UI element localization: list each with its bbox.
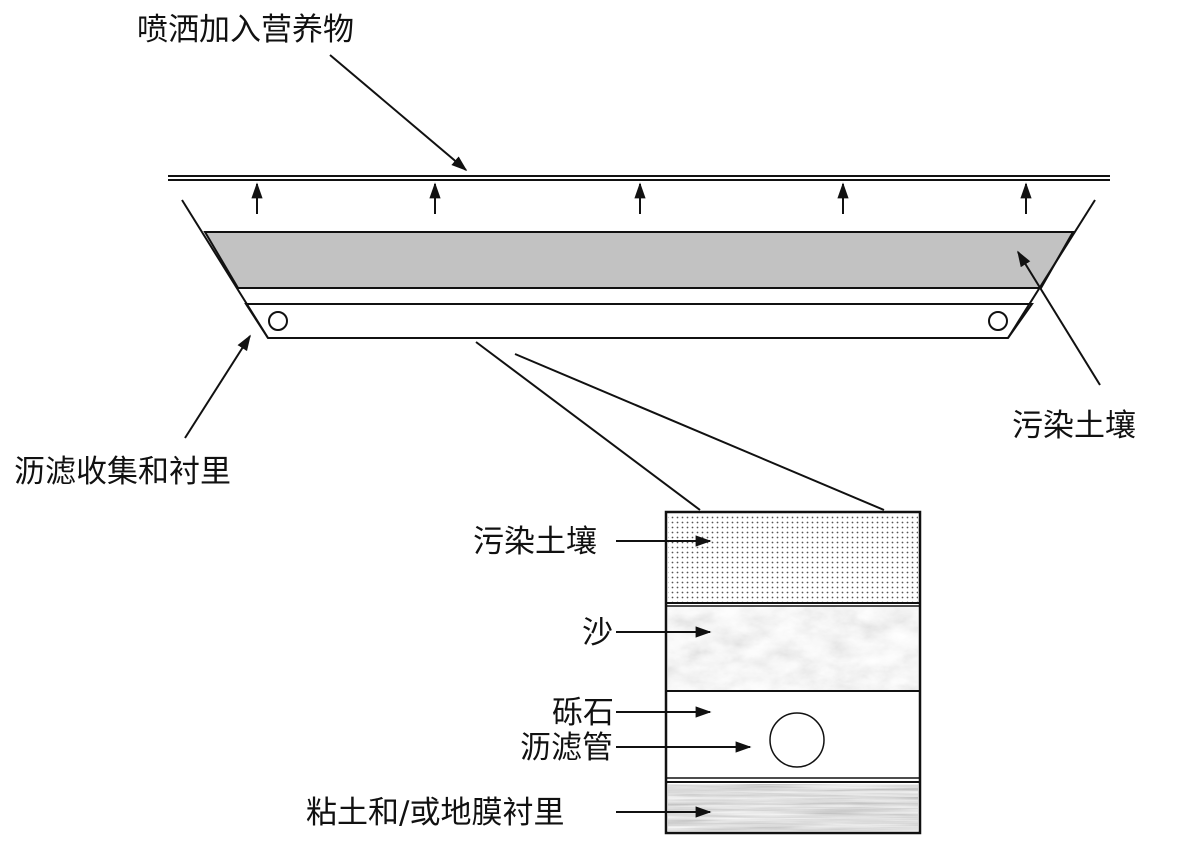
liner-label: 沥滤收集和衬里 xyxy=(14,454,231,490)
detail-clay-layer xyxy=(668,784,918,831)
soil-label: 污染土壤 xyxy=(1012,408,1136,444)
left-slope xyxy=(181,199,269,339)
detail-clay-label: 粘土和/或地膜衬里 xyxy=(306,795,564,831)
detail-gravel-label: 砾石 xyxy=(552,695,614,731)
spray-pointer-arrow xyxy=(329,54,468,172)
left-pipe-icon xyxy=(268,311,288,331)
detail-pipe-icon xyxy=(769,712,825,768)
soil-band xyxy=(203,231,1075,289)
liner-pointer-arrow xyxy=(184,334,251,439)
zoom-line-left xyxy=(475,341,701,511)
right-slope xyxy=(1007,199,1096,339)
spray-pipe xyxy=(168,175,1110,181)
detail-sand-layer xyxy=(668,606,918,690)
detail-soil-label: 污染土壤 xyxy=(473,524,597,560)
detail-section xyxy=(664,510,922,835)
treatment-bed xyxy=(181,199,1096,339)
soil-pointer-arrow xyxy=(1017,250,1101,386)
detail-pipe-label: 沥滤管 xyxy=(520,730,613,766)
detail-soil-layer xyxy=(668,514,918,602)
zoom-line-right xyxy=(514,353,885,511)
spray-arrows xyxy=(251,182,1032,214)
detail-sand-label: 沙 xyxy=(582,615,613,651)
right-pipe-icon xyxy=(988,311,1008,331)
collection-layer xyxy=(244,303,1034,339)
spray-label: 喷洒加入营养物 xyxy=(137,12,354,48)
